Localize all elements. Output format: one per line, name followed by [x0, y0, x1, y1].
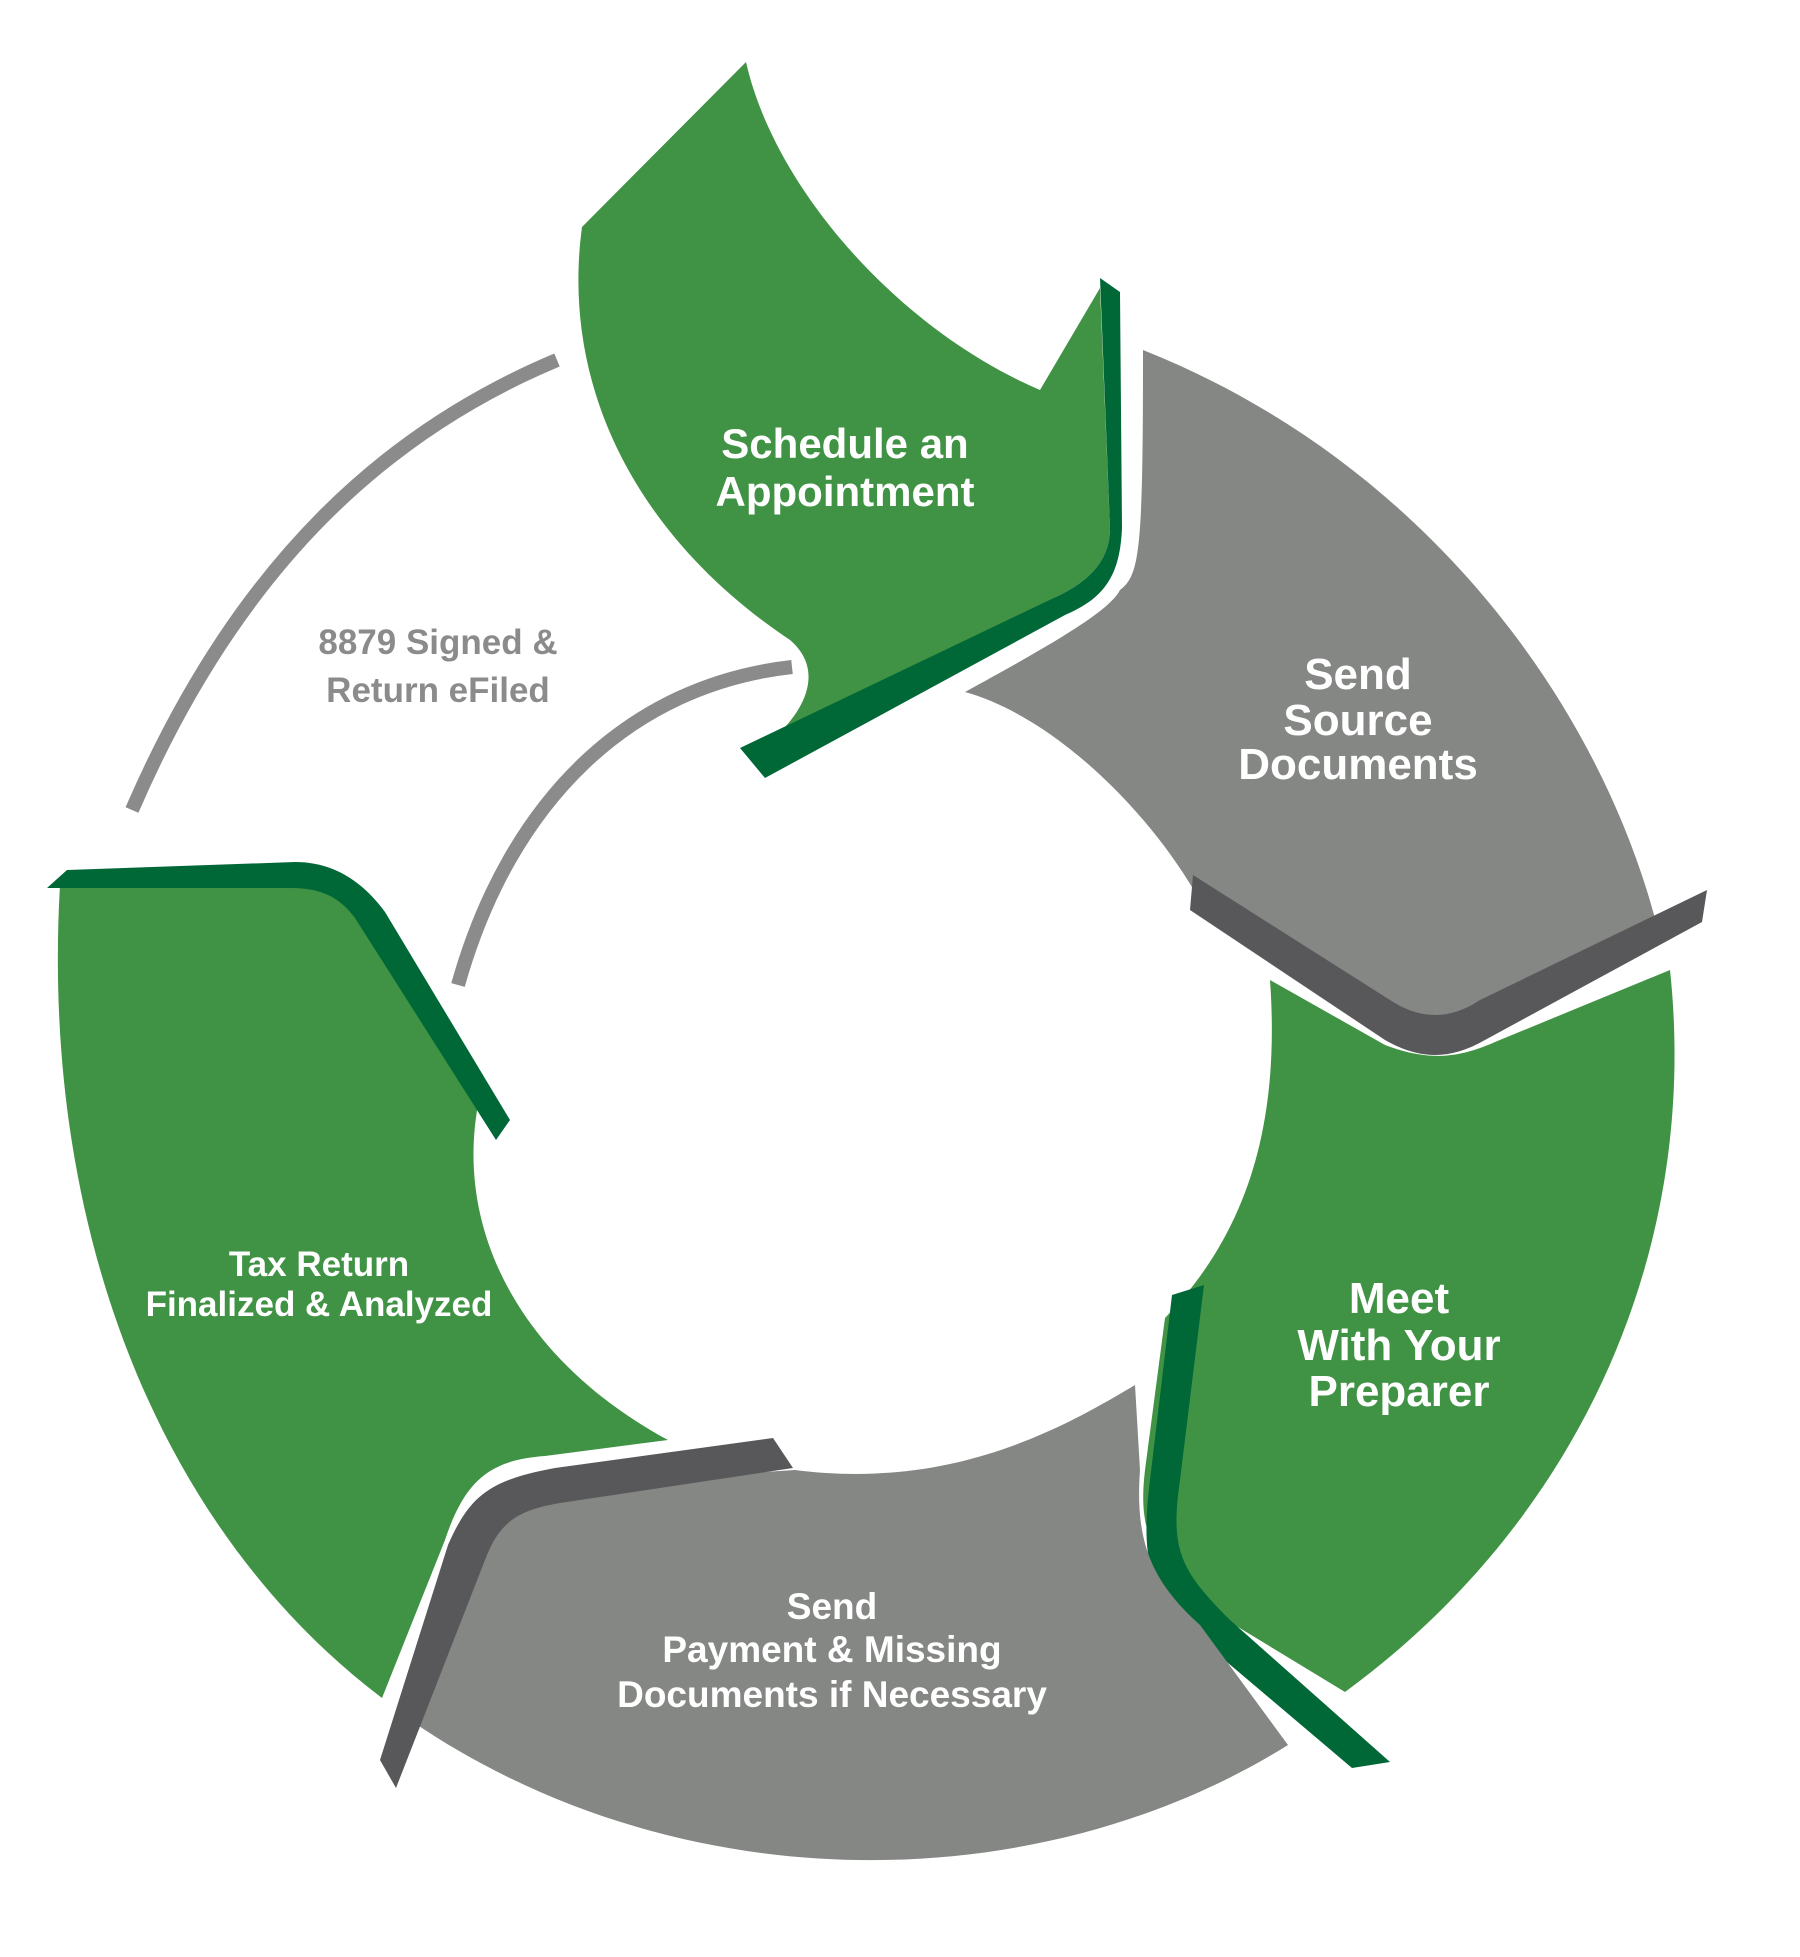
segment-send-payment: [410, 1385, 1288, 1861]
send-payment-shadow-band: [380, 1438, 793, 1788]
label-signed-line-2: Return eFiled: [326, 671, 550, 710]
segment-send-source-documents: [965, 350, 1658, 1040]
label-send-payment-line-3: Documents if Necessary: [617, 1674, 1047, 1715]
label-send-source: Send Source Documents: [1238, 650, 1478, 789]
label-meet-line-3: Preparer: [1308, 1367, 1489, 1416]
label-signed: 8879 Signed & Return eFiled: [318, 623, 557, 710]
label-tax-return-line-1: Tax Return: [229, 1245, 409, 1284]
meet-shadow-band: [1146, 1285, 1390, 1768]
label-meet-line-2: With Your: [1297, 1321, 1500, 1370]
segment-schedule-appointment: [578, 62, 1110, 737]
label-meet: Meet With Your Preparer: [1297, 1274, 1500, 1416]
label-schedule-line-2: Appointment: [716, 468, 975, 515]
label-schedule: Schedule an Appointment: [716, 420, 975, 515]
label-signed-line-1: 8879 Signed &: [318, 623, 557, 662]
label-send-payment: Send Payment & Missing Documents if Nece…: [617, 1586, 1047, 1715]
label-tax-return-line-2: Finalized & Analyzed: [146, 1285, 493, 1324]
label-send-payment-line-1: Send: [787, 1586, 877, 1627]
signed-outer-arc: [125, 353, 560, 813]
label-schedule-line-1: Schedule an: [721, 420, 968, 467]
label-send-source-line-3: Documents: [1238, 740, 1478, 789]
label-meet-line-1: Meet: [1349, 1274, 1450, 1323]
segment-meet-with-preparer: [1143, 970, 1675, 1692]
signed-inner-arc: [451, 660, 793, 987]
tax-return-shadow-band: [47, 862, 510, 1140]
label-send-source-line-1: Send: [1304, 650, 1412, 699]
send-source-shadow-band: [1190, 875, 1707, 1055]
schedule-shadow-band: [740, 278, 1122, 778]
segment-tax-return: [57, 872, 668, 1698]
label-send-source-line-2: Source: [1283, 696, 1432, 745]
label-send-payment-line-2: Payment & Missing: [662, 1629, 1001, 1670]
label-tax-return: Tax Return Finalized & Analyzed: [146, 1245, 493, 1324]
